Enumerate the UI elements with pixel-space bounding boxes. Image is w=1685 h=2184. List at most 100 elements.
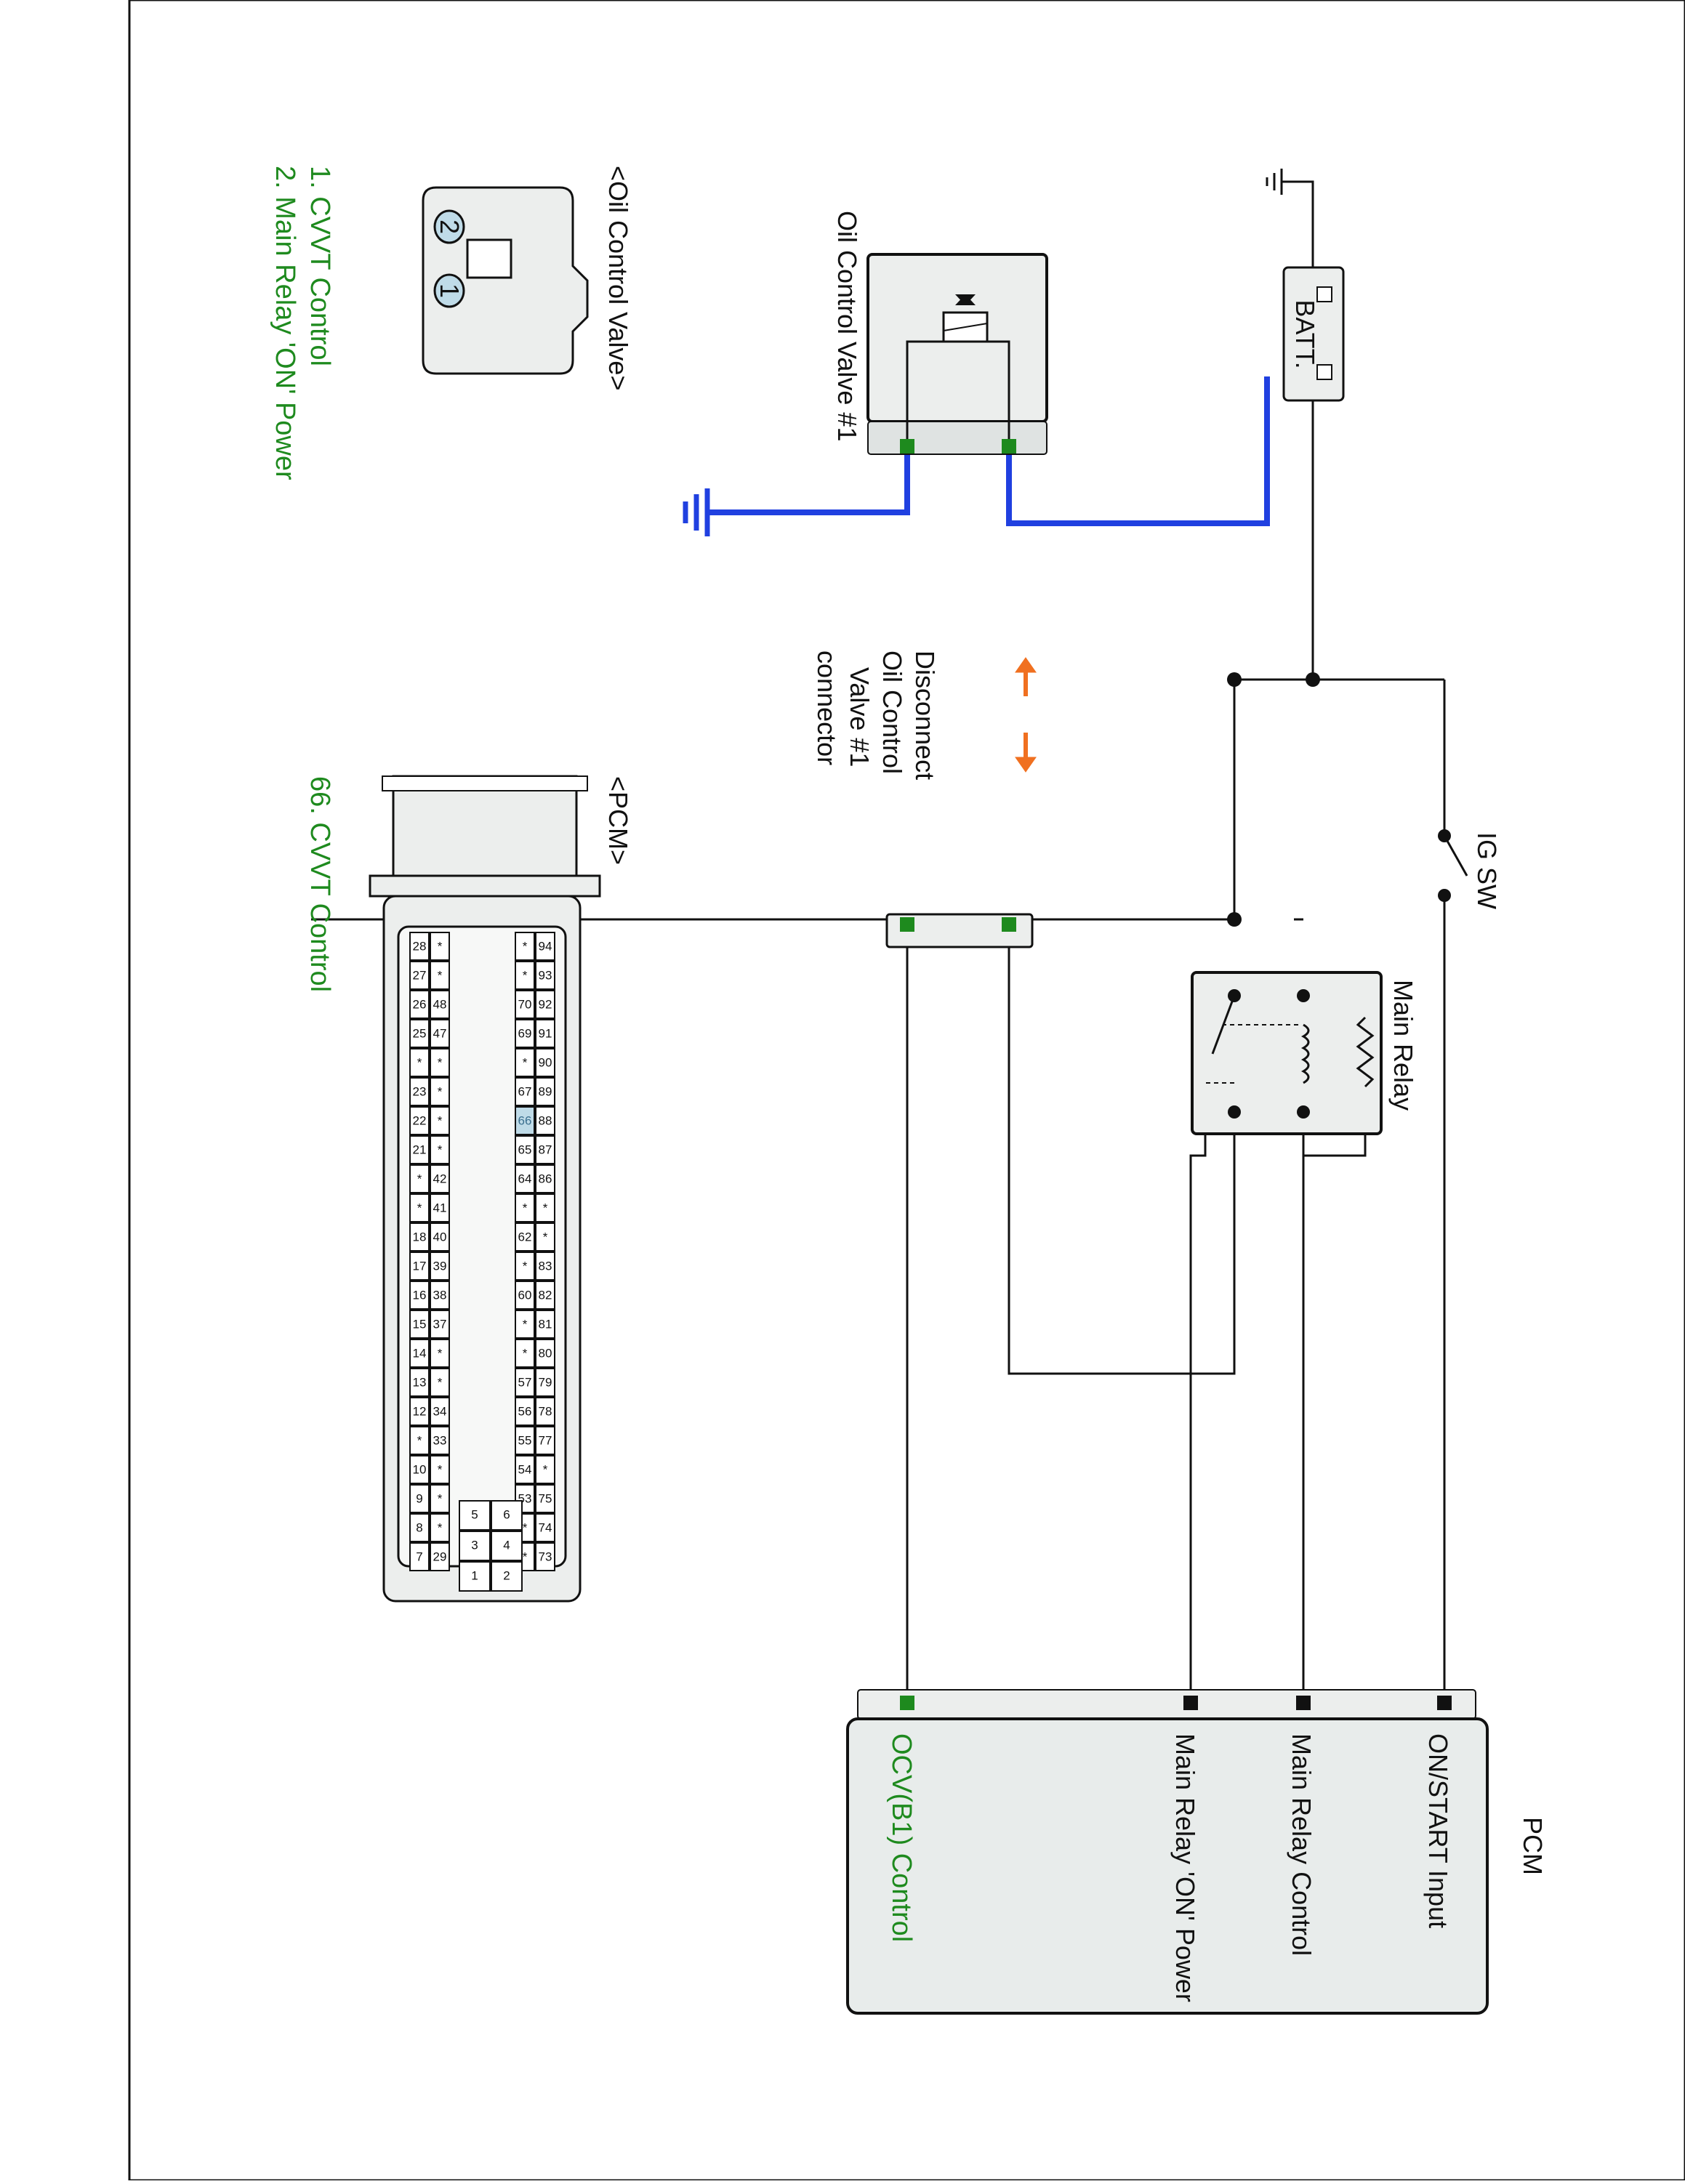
pcm-pin-cell	[515, 1019, 535, 1048]
pcm-pin-cell	[515, 1310, 535, 1339]
pcm-pin-label: 77	[539, 1433, 552, 1447]
pcm-pin-label: *	[417, 1201, 422, 1214]
pcm-pin-cell	[535, 1339, 555, 1368]
pcm-pin-label: *	[438, 1113, 443, 1127]
pcm-pin-cell	[409, 1339, 430, 1368]
pcm-pin-cell	[409, 1542, 430, 1571]
oil-control-valve: Oil Control Valve #1	[832, 211, 1048, 455]
pcm-pin-label: 60	[518, 1288, 532, 1302]
pcm-pin-label: 92	[539, 997, 552, 1011]
pcm-pin-cell	[409, 1019, 430, 1048]
pcm-pin-cell	[535, 1193, 555, 1222]
pcm-pin-cell	[430, 1455, 450, 1484]
pcm-pin-label: *	[438, 1520, 443, 1534]
pcm-pin-cell	[535, 1135, 555, 1164]
pcm-pin-cell	[535, 1048, 555, 1077]
pcm-pin-label: 21	[413, 1143, 427, 1156]
pcm-pin-cell	[430, 1339, 450, 1368]
pcm-pin-cell	[535, 1019, 555, 1048]
pcm-pin-main-relay-control	[1296, 1696, 1311, 1710]
pcm-pin-label: *	[543, 1462, 548, 1476]
pcm-pin-cell	[409, 1193, 430, 1222]
pcm-pin-cell	[430, 1222, 450, 1252]
pcm-pin-cell	[430, 1310, 450, 1339]
pcm-pin-cell	[409, 1164, 430, 1193]
pcm-pin-label: *	[417, 1172, 422, 1185]
junction-dots	[1227, 672, 1320, 927]
pcm-power-pin-cell	[491, 1500, 523, 1531]
pcm-pin-cell	[430, 932, 450, 961]
pcm-pin-ocv-control	[900, 1696, 914, 1710]
pcm-pin-label: 56	[518, 1404, 532, 1418]
pcm-pin-cell	[535, 1281, 555, 1310]
pcm-power-pin-label: 5	[471, 1507, 478, 1521]
pcm-pin-cell	[430, 1135, 450, 1164]
pcm-pin-label: 42	[433, 1172, 447, 1185]
pcm-pin-label: *	[438, 1346, 443, 1360]
pcm-pin-cell	[409, 961, 430, 990]
pcm-pin-label: 65	[518, 1143, 532, 1156]
pcm-pin-label: *	[438, 1084, 443, 1098]
ocv-label: Oil Control Valve #1	[832, 211, 862, 441]
pcm-pin-label: *	[438, 939, 443, 953]
svg-text:1: 1	[435, 283, 465, 298]
pcm-pin-cell	[430, 1019, 450, 1048]
pcm-pin-cell	[535, 1222, 555, 1252]
pcm-pin-label: 34	[433, 1404, 447, 1418]
pcm-pin-label: 40	[433, 1230, 447, 1244]
pcm-power-pin-label: 4	[503, 1538, 510, 1552]
pcm-pin-label: 7	[416, 1550, 422, 1563]
pcm-pin-cell	[409, 1252, 430, 1281]
pcm-legend: 66. CVVT Control	[305, 776, 335, 992]
pcm-pin-cell	[515, 1252, 535, 1281]
pcm-pin-label: 38	[433, 1288, 447, 1302]
pcm-pin-cell	[535, 1542, 555, 1571]
pcm-pin-label: 75	[539, 1491, 552, 1505]
pcm-connector-view: <PCM> 66. CVVT Control 94939291908988878…	[305, 775, 633, 1603]
pcm-pin-label: *	[523, 1317, 528, 1331]
pcm-pin-label: 37	[433, 1317, 447, 1331]
pcm-pin-label: 69	[518, 1026, 532, 1040]
pcm-pin-cell	[409, 1397, 430, 1426]
svg-text:connector: connector	[812, 650, 842, 765]
pcm-pin-cell	[515, 1135, 535, 1164]
pcm-terminal-main-relay-control: Main Relay Control	[1287, 1733, 1316, 1956]
pcm-pin-cell	[409, 1513, 430, 1542]
pcm-pin-label: 86	[539, 1172, 552, 1185]
ocv-legend-1: 1. CVVT Control	[305, 166, 335, 366]
pcm-pin-label: 48	[433, 997, 447, 1011]
pcm-pin-cell	[535, 1252, 555, 1281]
ocv-pin-1	[1002, 439, 1016, 454]
svg-text:Oil Control: Oil Control	[877, 650, 907, 774]
pcm-pin-cell	[535, 932, 555, 961]
pcm-pin-label: 73	[539, 1550, 552, 1563]
pcm-pin-cell	[430, 1484, 450, 1513]
pcm-power-pin-label: 2	[503, 1568, 510, 1582]
pcm-pin-cell	[430, 1106, 450, 1135]
pcm-pin-label: 90	[539, 1055, 552, 1069]
pcm-pin-cell	[430, 961, 450, 990]
pcm-pin-label: 89	[539, 1084, 552, 1098]
pcm-view-title: <PCM>	[603, 776, 633, 865]
pcm-pin-cell	[430, 1193, 450, 1222]
pcm-pin-label: 18	[413, 1230, 427, 1244]
pcm-pin-label: *	[438, 1143, 443, 1156]
pcm-pin-label: *	[438, 1055, 443, 1069]
pcm-pin-cell	[409, 932, 430, 961]
ocv-pin-2	[900, 439, 914, 454]
pcm-pin-label: 87	[539, 1143, 552, 1156]
pcm-pin-cell	[409, 1368, 430, 1397]
main-relay: Main Relay	[1191, 971, 1418, 1135]
pcm-pin-label: *	[438, 1375, 443, 1389]
ig-sw-label: IG SW	[1472, 832, 1502, 909]
pcm-pin-cell	[515, 1193, 535, 1222]
pcm-label: PCM	[1518, 1817, 1548, 1875]
pcm-pin-on-start	[1437, 1696, 1452, 1710]
pcm-pin-label: 83	[539, 1259, 552, 1273]
pcm-pin-label: 27	[413, 968, 427, 982]
pcm-pin-label: 91	[539, 1026, 552, 1040]
pcm-pin-cell	[409, 1426, 430, 1455]
pcm-pin-cell	[409, 1048, 430, 1077]
pcm-pin-cell	[515, 1164, 535, 1193]
